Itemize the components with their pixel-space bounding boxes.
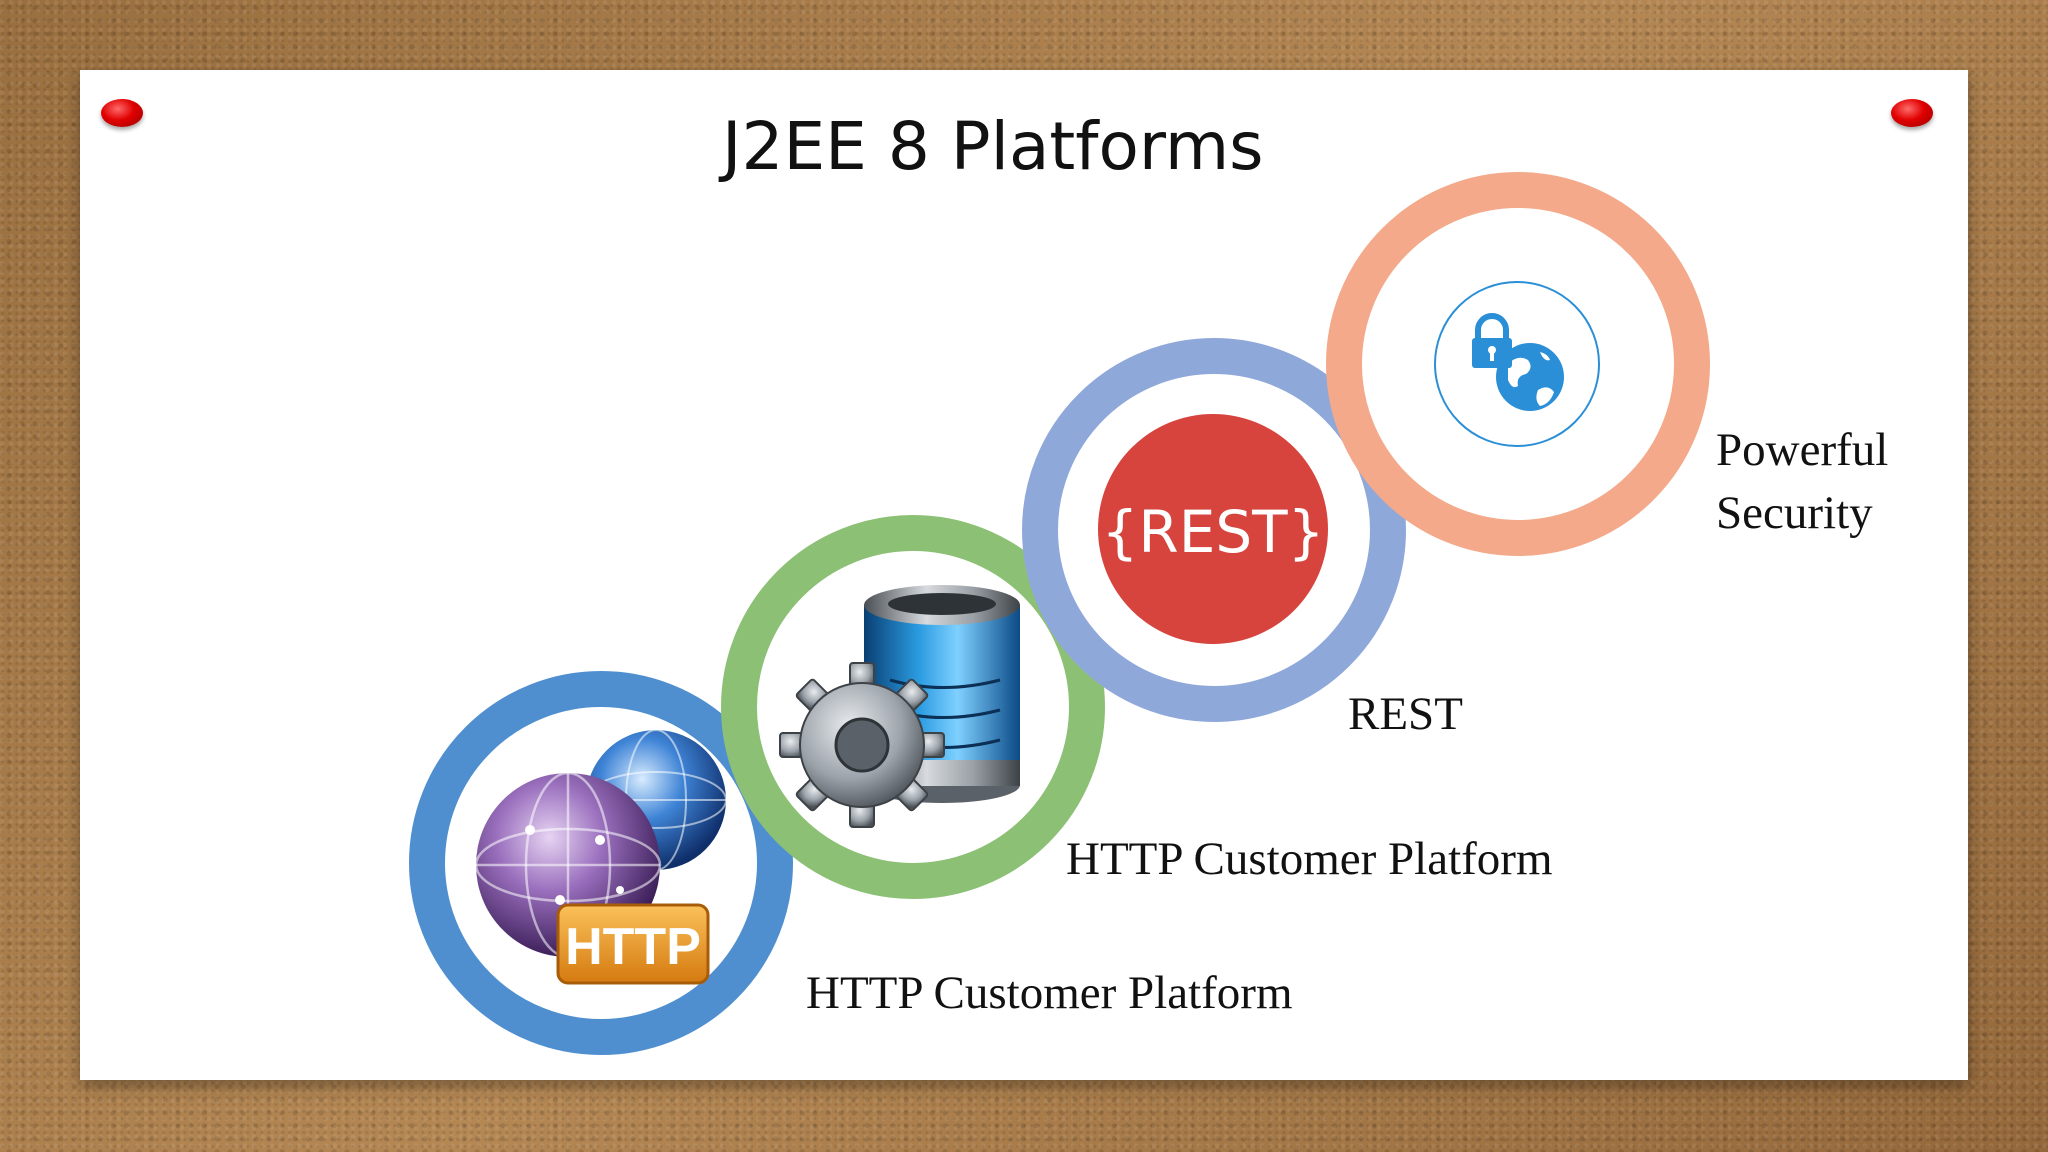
lock-globe-icon <box>1434 281 1600 447</box>
http-badge-text: HTTP <box>565 918 701 976</box>
rest-api-icon: {REST} <box>1098 414 1328 644</box>
slide-title: J2EE 8 Platforms <box>722 108 1264 185</box>
rest-badge-text: {REST} <box>1102 498 1325 566</box>
stage-2-label: HTTP Customer Platform <box>1066 833 1553 885</box>
stage-4: Powerful Security <box>1326 172 1888 556</box>
stage-4-label-line1: Powerful <box>1716 424 1888 476</box>
stage-3: {REST} REST <box>1022 338 1463 740</box>
pushpin-left-icon <box>101 99 143 127</box>
stage-4-label-line2: Security <box>1716 487 1873 539</box>
http-globe-icon: HTTP <box>474 729 727 985</box>
stage-1-label: HTTP Customer Platform <box>806 967 1293 1019</box>
stage-3-label: REST <box>1348 688 1463 740</box>
database-gear-icon <box>779 585 1020 828</box>
pushpin-right-icon <box>1891 99 1933 127</box>
stage-1: HTTP HTTP Customer Platform <box>409 671 1293 1055</box>
stage-2: HTTP Customer Platform <box>721 515 1553 899</box>
